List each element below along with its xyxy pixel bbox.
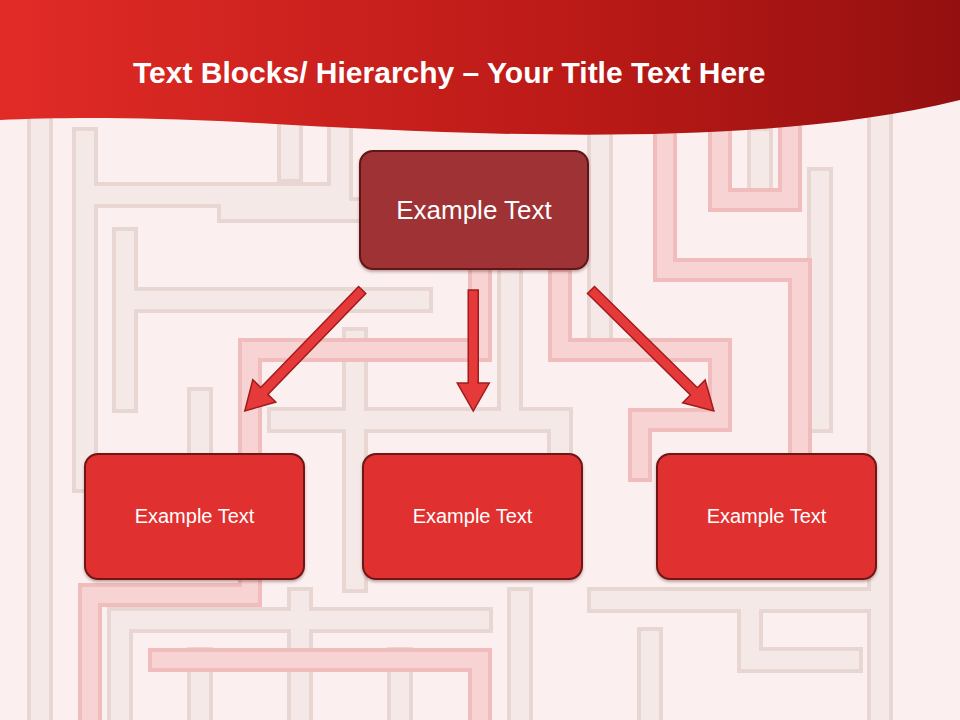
child-box: Example Text xyxy=(362,453,583,580)
child-box: Example Text xyxy=(84,453,305,580)
box-text: Example Text xyxy=(707,505,827,528)
top-box: Example Text xyxy=(359,150,589,270)
slide-title: Text Blocks/ Hierarchy – Your Title Text… xyxy=(133,56,765,90)
box-text: Example Text xyxy=(396,195,552,226)
box-text: Example Text xyxy=(135,505,255,528)
hierarchy-arrow xyxy=(245,287,366,411)
child-box: Example Text xyxy=(656,453,877,580)
header-band xyxy=(0,0,960,135)
hierarchy-arrow xyxy=(457,290,489,411)
hierarchy-arrow xyxy=(587,286,713,411)
box-text: Example Text xyxy=(413,505,533,528)
